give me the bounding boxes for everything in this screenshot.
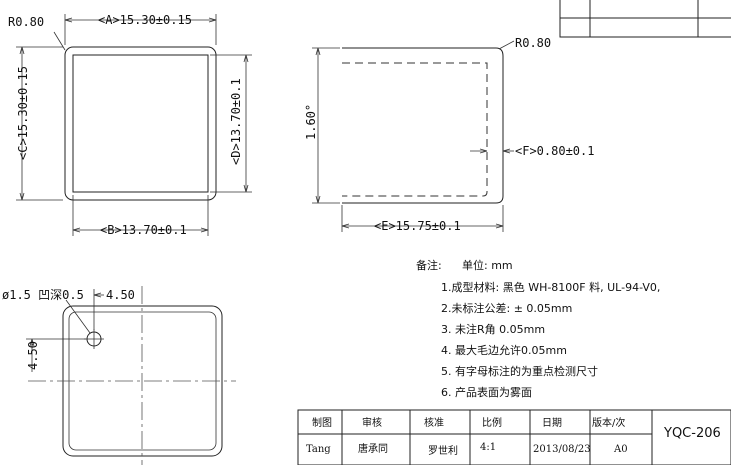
note-item: 6. 产品表面为雾面 — [441, 385, 532, 399]
side-outline — [342, 47, 504, 204]
part-number: YQC-206 — [663, 426, 721, 441]
tb-header-version: 版本/次 — [592, 416, 625, 429]
notes-unit: 单位: mm — [462, 258, 513, 272]
outer-square — [64, 46, 217, 201]
dim-x-label: 4.50 — [106, 288, 135, 302]
dim-b-label: <B>13.70±0.1 — [100, 223, 187, 237]
dim-c-label: <C>15.30±0.15 — [16, 66, 30, 160]
note-item: 3. 未注R角 0.05mm — [441, 322, 545, 336]
dim-y-label: 4.50 — [26, 341, 40, 370]
revision-table — [559, 0, 731, 38]
note-item: 4. 最大毛边允许0.05mm — [441, 343, 567, 357]
tb-value-checked: 唐承同 — [358, 442, 388, 455]
side-view: R0.80 1.60° <F>0.80±0.1 <E>15.75±0.1 — [304, 36, 594, 233]
note-item: 5. 有字母标注的为重点检测尺寸 — [441, 364, 598, 378]
dim-a-label: <A>15.30±0.15 — [98, 13, 192, 27]
dim-f-label: <F>0.80±0.1 — [515, 144, 594, 158]
tb-header-approved: 核准 — [424, 416, 444, 429]
tb-value-drawn: Tang — [306, 444, 331, 455]
bottom-view: ø1.5 凹深0.5 4.50 4.50 — [2, 286, 236, 465]
side-inner-dashed — [342, 62, 488, 197]
side-radius-label: R0.80 — [515, 36, 551, 50]
title-block: 制图 审核 核准 比例 日期 版本/次 Tang 唐承同 罗世利 4:1 201… — [297, 409, 731, 465]
top-view: <A>15.30±0.15 R0.80 <C>15.30±0.15 <D>13.… — [8, 13, 252, 237]
notes-block: 备注: 单位: mm 1.成型材料: 黑色 WH-8100F 料, UL-94-… — [416, 258, 660, 399]
tb-header-scale: 比例 — [482, 416, 502, 429]
tb-value-scale: 4:1 — [480, 442, 496, 453]
note-item: 1.成型材料: 黑色 WH-8100F 料, UL-94-V0, — [441, 280, 660, 294]
note-item: 2.未标注公差: ± 0.05mm — [441, 301, 572, 315]
tb-value-approved: 罗世利 — [428, 445, 458, 457]
notes-header: 备注: — [416, 258, 442, 272]
height-label: 1.60° — [304, 104, 318, 140]
tb-header-date: 日期 — [542, 417, 562, 429]
tb-value-date: 2013/08/23 — [533, 444, 591, 455]
inner-square — [72, 54, 209, 193]
tb-header-drawn: 制图 — [312, 416, 332, 429]
dim-e-label: <E>15.75±0.1 — [374, 219, 461, 233]
top-radius-label: R0.80 — [8, 15, 44, 29]
tb-value-version: A0 — [613, 444, 628, 455]
dim-d-label: <D>13.70±0.1 — [229, 78, 243, 165]
hole-label: ø1.5 凹深0.5 — [2, 288, 84, 302]
tb-header-checked: 审核 — [362, 416, 382, 429]
